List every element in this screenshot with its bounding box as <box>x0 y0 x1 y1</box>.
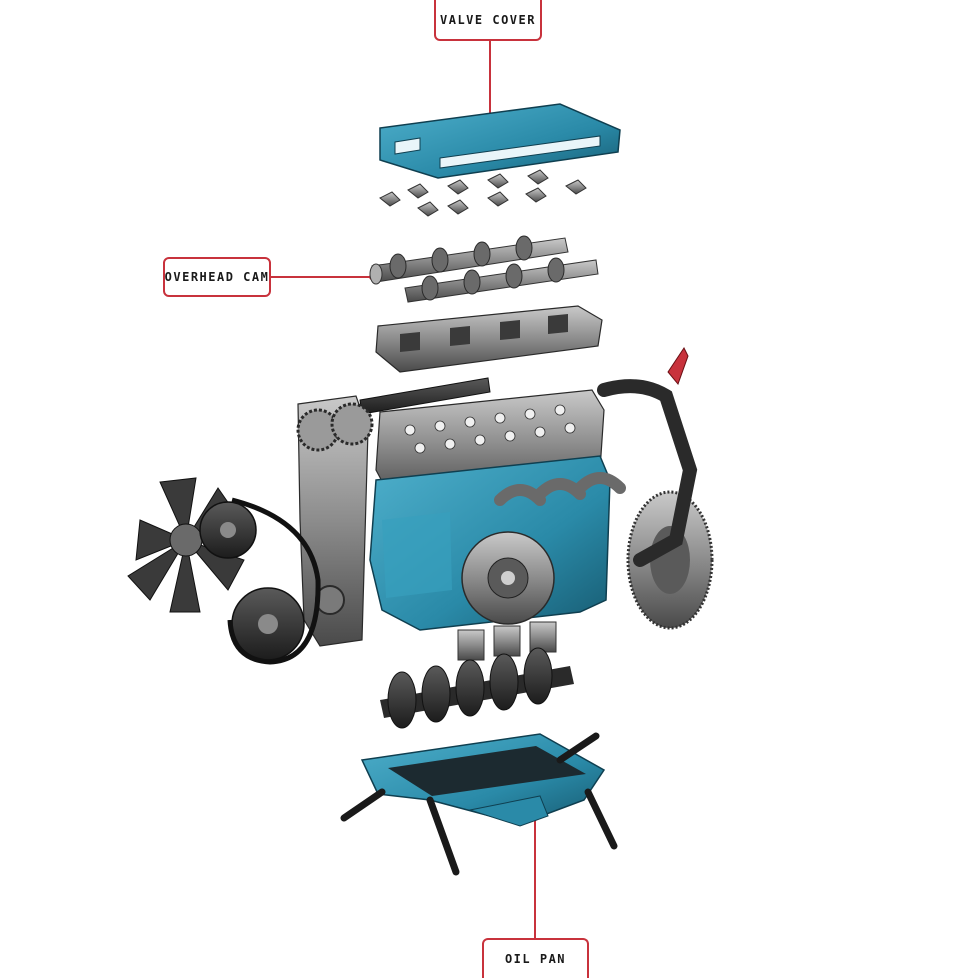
overhead-cam-part <box>369 235 599 303</box>
timing-gear-part <box>296 395 374 647</box>
oil-pan-label: OIL PAN <box>482 938 589 978</box>
cam-carrier-part <box>375 305 603 373</box>
engine-stand-part <box>340 732 618 876</box>
pulley-belt-part <box>199 497 321 665</box>
oil-pan-part <box>360 733 606 827</box>
valve-cover-part <box>379 103 621 179</box>
overhead-cam-label: OVERHEAD CAM <box>163 257 271 297</box>
intake-pipe-part <box>597 347 698 567</box>
cooling-fan-part <box>127 477 245 613</box>
crankshaft-part <box>380 647 574 729</box>
valve-cover-label: VALVE COVER <box>434 0 542 41</box>
rocker-arms-part <box>379 169 587 217</box>
engine-block-part <box>359 377 626 661</box>
